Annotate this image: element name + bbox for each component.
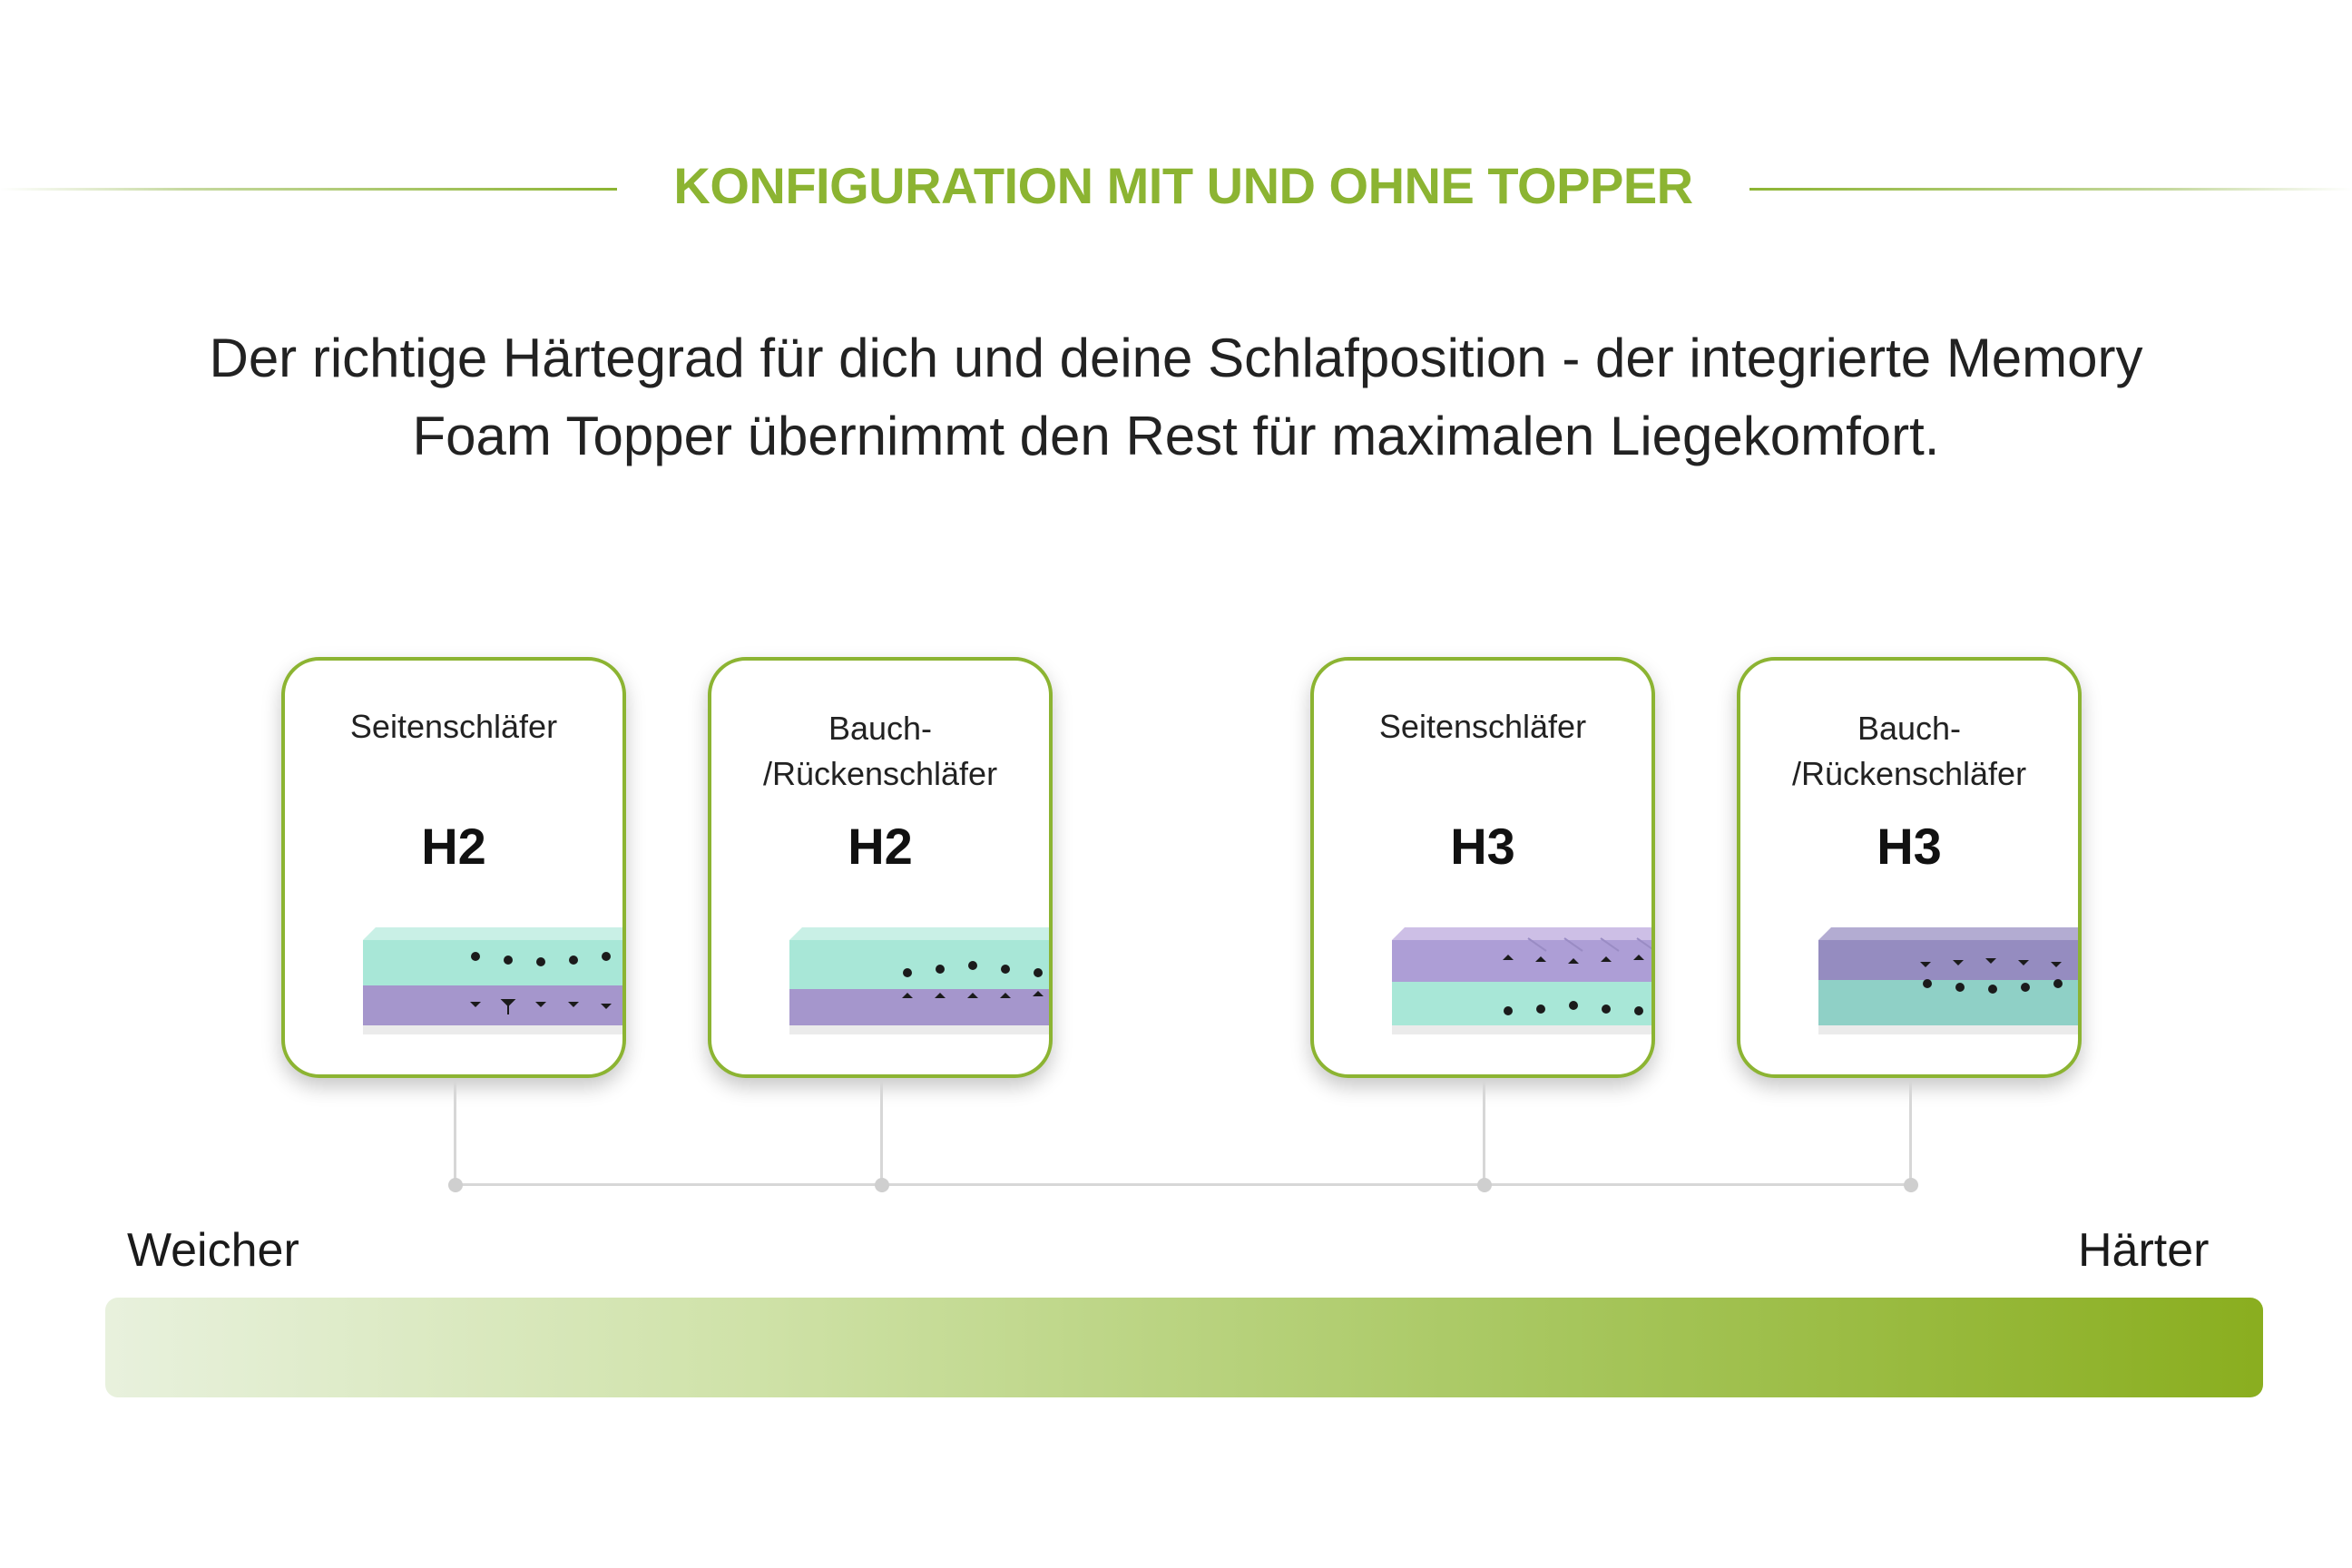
mattress-illustration <box>1818 927 2078 1034</box>
card-label: Seitenschläfer <box>349 708 558 745</box>
scale-label-harder: Härter <box>2078 1224 2210 1277</box>
card-stomach-back-sleeper-h2[interactable]: Bauch- /Rückenschläfer H2 <box>708 657 1053 1078</box>
connector-line <box>1483 1082 1485 1183</box>
timeline-dot <box>875 1178 889 1192</box>
timeline-dot <box>1904 1178 1918 1192</box>
mattress-illustration <box>789 927 1049 1034</box>
card-grade: H2 <box>848 818 913 875</box>
card-label-line-2: /Rückenschläfer <box>762 755 998 792</box>
card-grade: H3 <box>1450 818 1515 875</box>
card-label-line-1: Bauch- <box>1857 710 1962 747</box>
card-label-line-1: Bauch- <box>828 710 933 747</box>
divider-right <box>1749 188 2352 191</box>
timeline-line <box>456 1183 1911 1186</box>
firmness-gradient-bar <box>105 1298 2263 1397</box>
card-label: Bauch- /Rückenschläfer <box>1740 706 2078 797</box>
scale-label-softer: Weicher <box>127 1224 299 1277</box>
card-stomach-back-sleeper-h3[interactable]: Bauch- /Rückenschläfer H3 <box>1737 657 2082 1078</box>
card-label: Bauch- /Rückenschläfer <box>711 706 1049 797</box>
card-side-sleeper-h3[interactable]: Seitenschläfer H3 <box>1310 657 1655 1078</box>
connector-line <box>880 1082 883 1183</box>
connector-line <box>454 1082 456 1183</box>
card-side-sleeper-h2[interactable]: Seitenschläfer H2 <box>281 657 626 1078</box>
timeline-dot <box>448 1178 463 1192</box>
divider-left <box>0 188 617 191</box>
intro-line-2: Foam Topper übernimmt den Rest für maxim… <box>412 406 1940 466</box>
section-title: KONFIGURATION MIT UND OHNE TOPPER <box>673 157 1693 214</box>
card-grade: H2 <box>421 818 486 875</box>
timeline-dot <box>1477 1178 1492 1192</box>
mattress-illustration <box>363 927 622 1034</box>
card-label-line-2: /Rückenschläfer <box>1791 755 2027 792</box>
intro-line-1: Der richtige Härtegrad für dich und dein… <box>209 328 2143 388</box>
intro-text: Der richtige Härtegrad für dich und dein… <box>91 319 2261 475</box>
mattress-illustration <box>1392 927 1651 1034</box>
connector-line <box>1909 1082 1912 1183</box>
card-label: Seitenschläfer <box>1378 708 1587 745</box>
card-grade: H3 <box>1877 818 1942 875</box>
